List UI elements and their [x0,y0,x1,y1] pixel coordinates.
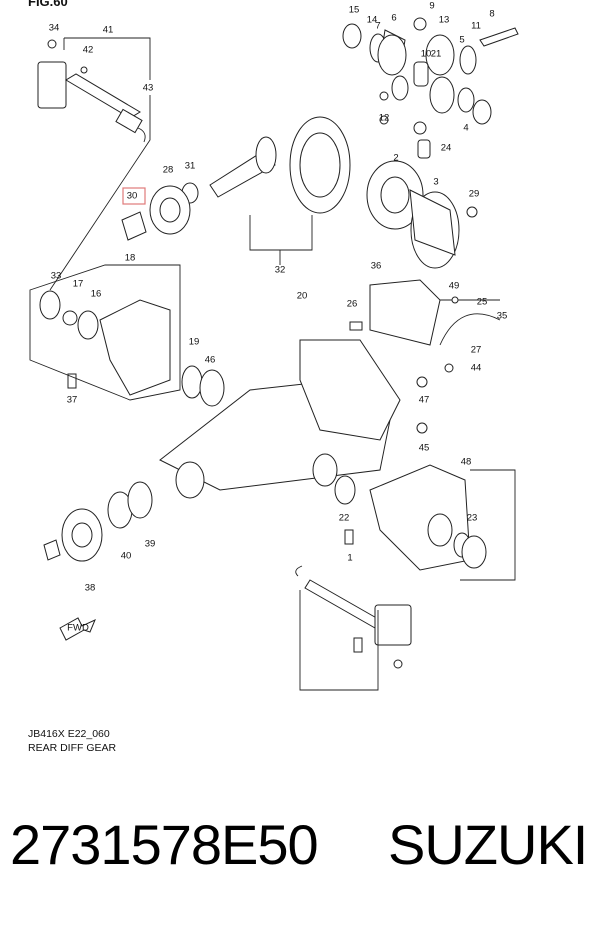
callout-34: 34 [49,23,60,34]
exploded-diagram: FIG.60 [28,0,519,754]
diff-housing [159,339,401,499]
pinion-bearing [121,185,191,241]
callout-8: 8 [489,9,494,20]
figure-heading: FIG.60 [28,0,68,9]
callout-19: 19 [189,337,200,348]
right-axle-housing [312,453,487,571]
callout-44: 44 [471,363,482,374]
callout-29: 29 [469,189,480,200]
callout-17: 17 [73,279,84,290]
differential-case [366,160,478,269]
callout-12: 12 [379,113,390,124]
callout-33: 33 [51,271,62,282]
companion-flange [43,481,153,562]
callout-13: 13 [439,15,450,26]
callout-37: 37 [67,395,78,406]
callout-16: 16 [91,289,102,300]
callout-26: 26 [347,299,358,310]
axle-shaft-lower [295,565,412,669]
callout-25: 25 [477,297,488,308]
callout-40: 40 [121,551,132,562]
callout-24: 24 [441,143,452,154]
callout-28: 28 [163,165,174,176]
fwd-arrow-icon [59,617,96,641]
product-footer: 2731578E50 SUZUKI [0,812,600,912]
callout-36: 36 [371,261,382,272]
callout-1: 1 [347,553,352,564]
side-gears [342,17,519,159]
callout-15: 15 [349,5,360,16]
callout-46: 46 [205,355,216,366]
callout-48: 48 [461,457,472,468]
callout-5: 5 [459,35,464,46]
callout-11: 11 [471,21,481,32]
callout-30: 30 [127,191,138,202]
callout-4: 4 [463,123,468,134]
diagram-svg: FWD 344142431514613879105111242421322928… [29,1,519,691]
callout-47: 47 [419,395,430,406]
callout-49: 49 [449,281,460,292]
callout-6: 6 [391,13,396,24]
part-number: 2731578E50 [10,813,319,876]
callout-9: 9 [429,1,434,12]
callout-32: 32 [275,265,286,276]
callout-2: 2 [393,153,398,164]
brand-name: SUZUKI [388,813,588,876]
callout-7: 7 [375,21,380,32]
callout-38: 38 [85,583,96,594]
callout-20: 20 [297,291,308,302]
callout-27: 27 [471,345,482,356]
callout-39: 39 [145,539,156,550]
callout-14: 14 [367,15,378,26]
callout-18: 18 [125,253,136,264]
callout-23: 23 [467,513,478,524]
callout-31: 31 [185,161,196,172]
callout-3: 3 [433,177,438,188]
callout-35: 35 [497,311,508,322]
callout-22: 22 [339,513,350,524]
callout-41: 41 [103,25,114,36]
extension-housing [39,290,171,396]
callout-43: 43 [143,83,154,94]
callout-45: 45 [419,443,430,454]
figure-code: JB416X E22_060 [28,728,110,740]
callout-10: 10 [421,49,432,60]
figure-title: REAR DIFF GEAR [28,742,117,754]
callout-21: 21 [431,49,442,60]
callout-42: 42 [83,45,94,56]
fwd-label: FWD [67,623,89,634]
ring-and-pinion [181,116,351,214]
carrier-cover [349,279,501,373]
axle-shaft-upper [37,39,146,143]
